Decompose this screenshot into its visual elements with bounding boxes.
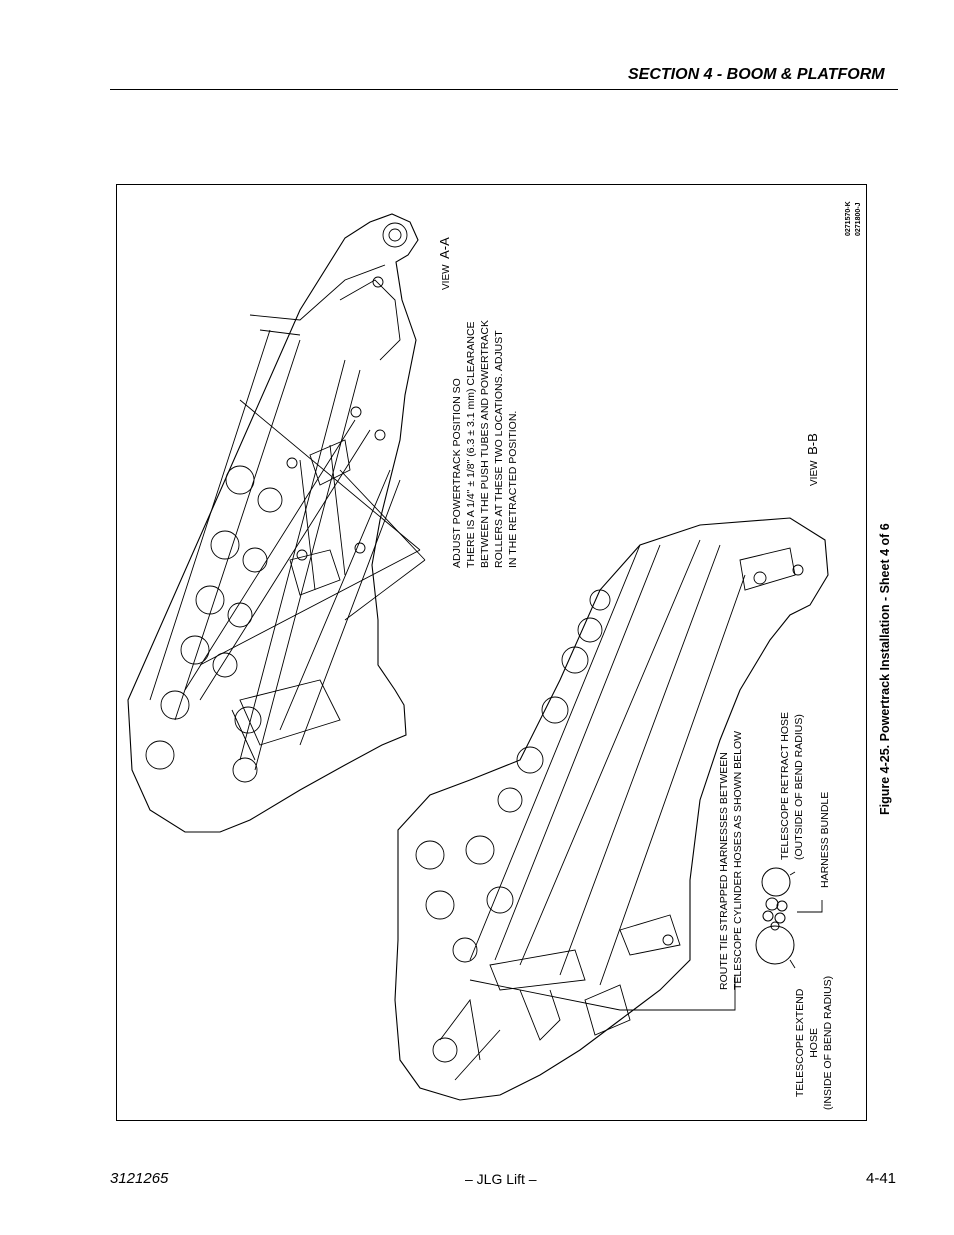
figure-caption: Figure 4-25. Powertrack Installation - S…: [878, 523, 892, 815]
view-bb-outline: [394, 517, 829, 1101]
header-rule: [110, 89, 898, 90]
figure-frame: [116, 184, 867, 1121]
extend-hose-note: TELESCOPE EXTEND HOSE (INSIDE OF BEND RA…: [794, 975, 834, 1110]
view-aa-label: VIEW A-A: [437, 237, 452, 290]
harness-bundle-note: HARNESS BUNDLE: [819, 791, 831, 888]
retract-hose-note: TELESCOPE RETRACT HOSE (OUTSIDE OF BEND …: [779, 711, 805, 860]
publisher: – JLG Lift –: [465, 1171, 537, 1187]
view-bb-label: VIEW B-B: [805, 433, 820, 486]
route-note: ROUTE TIE STRAPPED HARNESSES BETWEEN TEL…: [718, 730, 744, 990]
doc-number: 3121265: [110, 1170, 169, 1187]
page-number: 4-41: [866, 1170, 897, 1187]
section-title: SECTION 4 - BOOM & PLATFORM: [628, 66, 885, 83]
adjust-note: ADJUST POWERTRACK POSITION SO THERE IS A…: [451, 320, 519, 568]
drawing-number-2: 0271800-J: [855, 202, 862, 236]
view-aa-outline: [127, 213, 419, 833]
